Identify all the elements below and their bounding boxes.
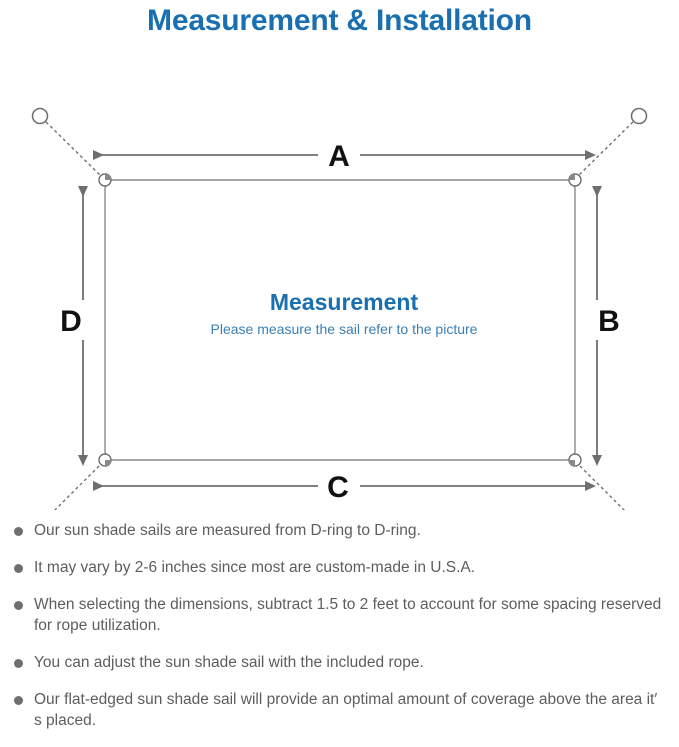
note-text: Our sun shade sails are measured from D-… (34, 522, 421, 539)
list-item: You can adjust the sun shade sail with t… (14, 652, 665, 673)
anchor-point-top-left (31, 107, 49, 125)
list-item: Our sun shade sails are measured from D-… (14, 520, 665, 541)
bullet-icon (14, 564, 23, 573)
diagram-center-subtitle: Please measure the sail refer to the pic… (211, 321, 478, 337)
list-item: When selecting the dimensions, subtract … (14, 594, 665, 636)
rope-line-top-left (45, 121, 102, 177)
sail-body (104, 179, 576, 461)
bullet-icon (14, 659, 23, 668)
note-text: You can adjust the sun shade sail with t… (34, 654, 424, 671)
diagram-center-title: Measurement (270, 289, 419, 315)
d-ring-bottom-right-fill (569, 460, 575, 466)
rope-line-bottom-right (577, 463, 625, 510)
list-item: Our flat-edged sun shade sail will provi… (14, 689, 665, 731)
d-ring-top-right-fill (569, 174, 575, 180)
bullet-icon (14, 601, 23, 610)
dimension-label-d: D (60, 305, 82, 338)
note-text: Our flat-edged sun shade sail will provi… (34, 691, 658, 729)
dimension-label-c: C (327, 471, 349, 504)
note-text: When selecting the dimensions, subtract … (34, 596, 662, 634)
rope-lines-group (45, 121, 634, 510)
bullet-icon (14, 527, 23, 536)
diagram-container: A C D B Measurement Please measure the s… (0, 40, 679, 510)
dimension-label-a: A (328, 140, 350, 173)
d-ring-bottom-left-fill (105, 460, 111, 466)
anchor-points-group (31, 107, 648, 125)
rope-line-bottom-left (54, 463, 102, 510)
note-text: It may vary by 2-6 inches since most are… (34, 559, 476, 576)
dimension-label-b: B (598, 305, 620, 338)
d-ring-top-left-fill (105, 174, 111, 180)
list-item: It may vary by 2-6 inches since most are… (14, 557, 665, 578)
d-rings-group (98, 173, 582, 467)
sail-measurement-diagram: A C D B Measurement Please measure the s… (31, 107, 648, 510)
anchor-point-top-right (630, 107, 648, 125)
bullet-icon (14, 696, 23, 705)
page-title: Measurement & Installation (147, 4, 532, 37)
notes-list: Our sun shade sails are measured from D-… (0, 520, 679, 747)
rope-line-top-right (577, 121, 634, 177)
